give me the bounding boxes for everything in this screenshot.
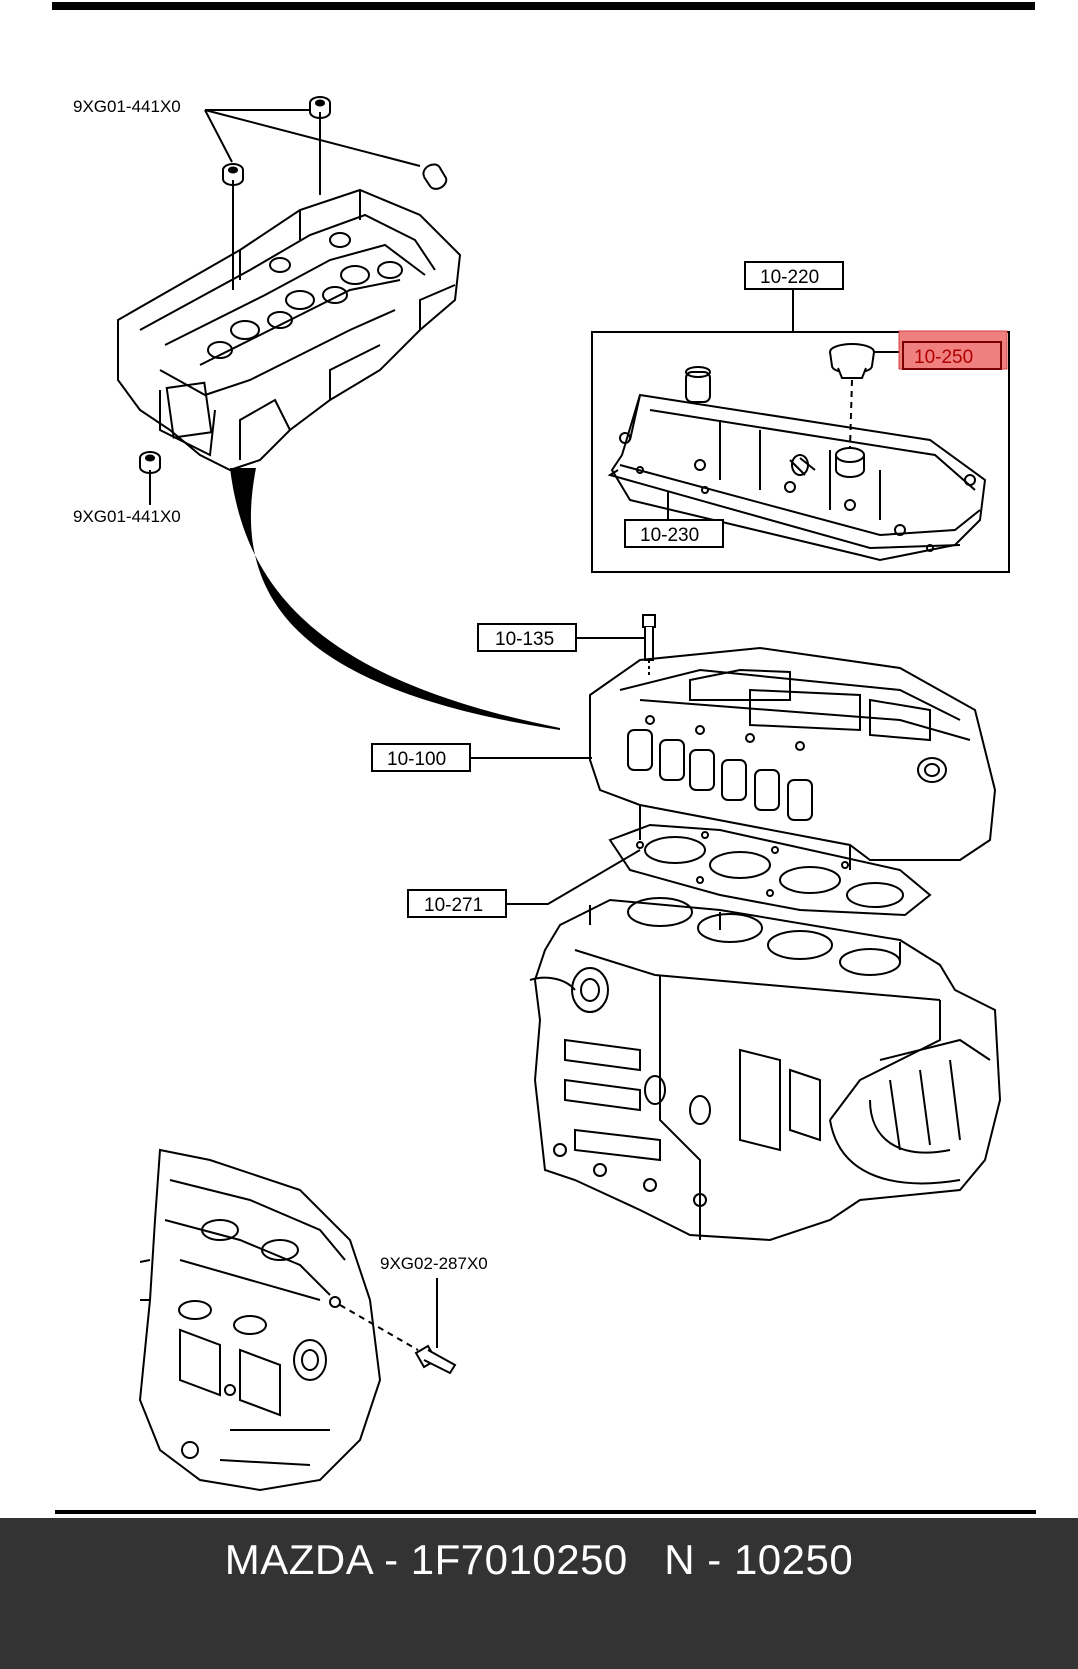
cap-nut-icons <box>139 96 448 474</box>
cylinder-head-drawing <box>589 646 997 870</box>
head-gasket-drawing <box>608 823 932 917</box>
cap-nut-leaders <box>149 109 421 505</box>
top-rule <box>52 2 1035 10</box>
cylinder-head-cover-drawing <box>607 366 987 562</box>
cylinder-block-drawing <box>529 897 1002 1242</box>
oil-filler-cap-axis <box>849 379 853 449</box>
camshaft-housing-drawing <box>117 188 462 472</box>
block-side-drawing <box>138 1148 382 1492</box>
cap-nut-label-bottom: 9XG01-441X0 <box>73 507 181 526</box>
cap-nut-label-top: 9XG01-441X0 <box>73 97 181 116</box>
cylinder-head-label: 10-100 <box>387 749 446 770</box>
parts-diagram: 9XG01-441X0 9XG01-441X0 10-220 <box>52 2 1036 1514</box>
cover-assembly-label-box <box>744 261 844 290</box>
bottom-rule <box>55 1510 1036 1514</box>
oil-filler-cap-highlight <box>898 330 1008 370</box>
head-bolt-icon <box>642 614 656 675</box>
plug-label: 9XG02-287X0 <box>380 1254 488 1273</box>
head-gasket-leader <box>506 849 641 905</box>
cover-gasket-label-box <box>624 519 724 548</box>
assembly-arrow <box>230 468 560 730</box>
cover-assembly-label: 10-220 <box>760 267 819 288</box>
oil-filler-cap-label-box <box>902 341 1002 370</box>
oil-filler-cap-label: 10-250 <box>914 347 973 368</box>
footer-bar: MAZDA - 1F7010250 N - 10250 <box>0 1518 1078 1669</box>
plug-axis <box>339 1304 419 1351</box>
oil-filler-cap-icon <box>829 343 875 379</box>
plug-icon <box>414 1344 457 1375</box>
cylinder-head-label-box <box>371 743 471 772</box>
cover-gasket-label: 10-230 <box>640 525 699 546</box>
cover-assembly-box <box>591 331 1010 573</box>
head-bolt-label: 10-135 <box>495 629 554 650</box>
head-gasket-label: 10-271 <box>424 895 483 916</box>
part-number-caption: MAZDA - 1F7010250 N - 10250 <box>224 1536 854 1583</box>
